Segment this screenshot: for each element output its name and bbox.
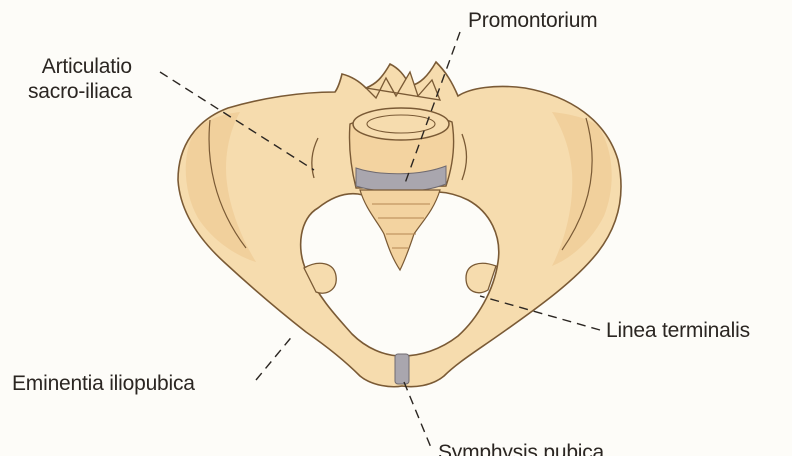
label-linea-terminalis: Linea terminalis <box>606 318 750 343</box>
label-eminentia-iliopubica: Eminentia iliopubica <box>12 371 195 396</box>
pubic-symphysis <box>395 354 409 384</box>
label-articulatio-sacro-iliaca: Articulatio sacro-iliaca <box>28 54 132 104</box>
coccyx <box>360 190 440 270</box>
label-promontorium: Promontorium <box>468 8 597 33</box>
label-articulatio-line1: Articulatio <box>28 54 132 79</box>
leader-symphysis <box>404 382 432 450</box>
label-symphysis-pubica: Symphysis pubica <box>438 440 604 456</box>
label-articulatio-line2: sacro-iliaca <box>28 79 132 104</box>
leader-eminentia <box>256 334 294 380</box>
